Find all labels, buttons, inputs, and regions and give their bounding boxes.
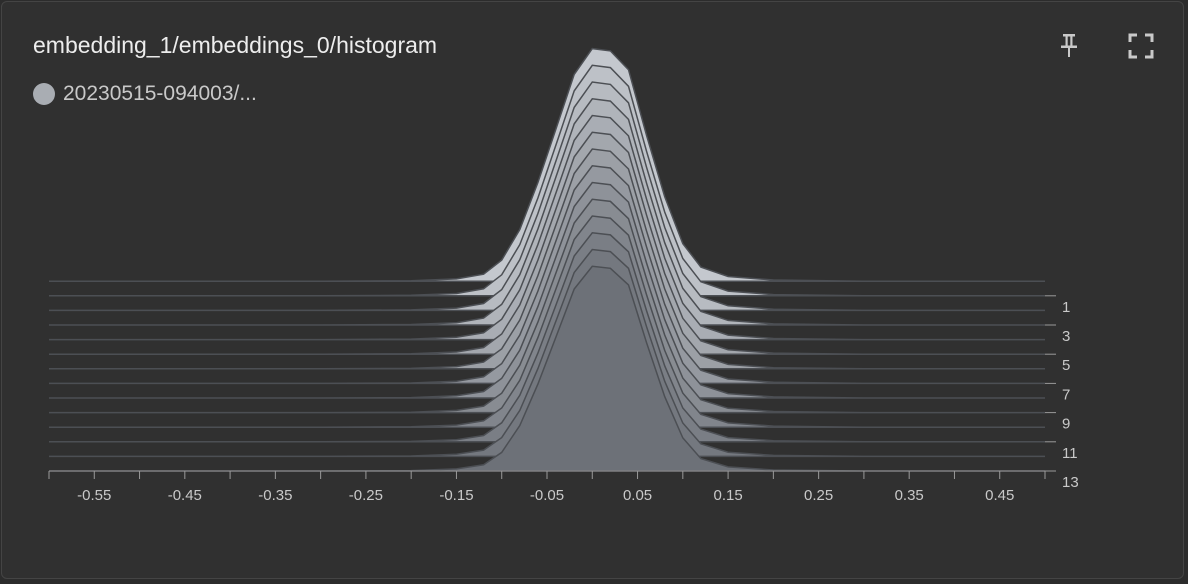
run-color-swatch <box>33 83 55 105</box>
fullscreen-icon <box>1128 33 1154 59</box>
pin-button[interactable] <box>1051 28 1087 64</box>
fullscreen-button[interactable] <box>1123 28 1159 64</box>
run-label: 20230515-094003/... <box>63 82 257 105</box>
run-legend[interactable]: 20230515-094003/... <box>33 82 257 106</box>
chart-title: embedding_1/embeddings_0/histogram <box>33 32 438 58</box>
pin-icon <box>1061 34 1077 57</box>
